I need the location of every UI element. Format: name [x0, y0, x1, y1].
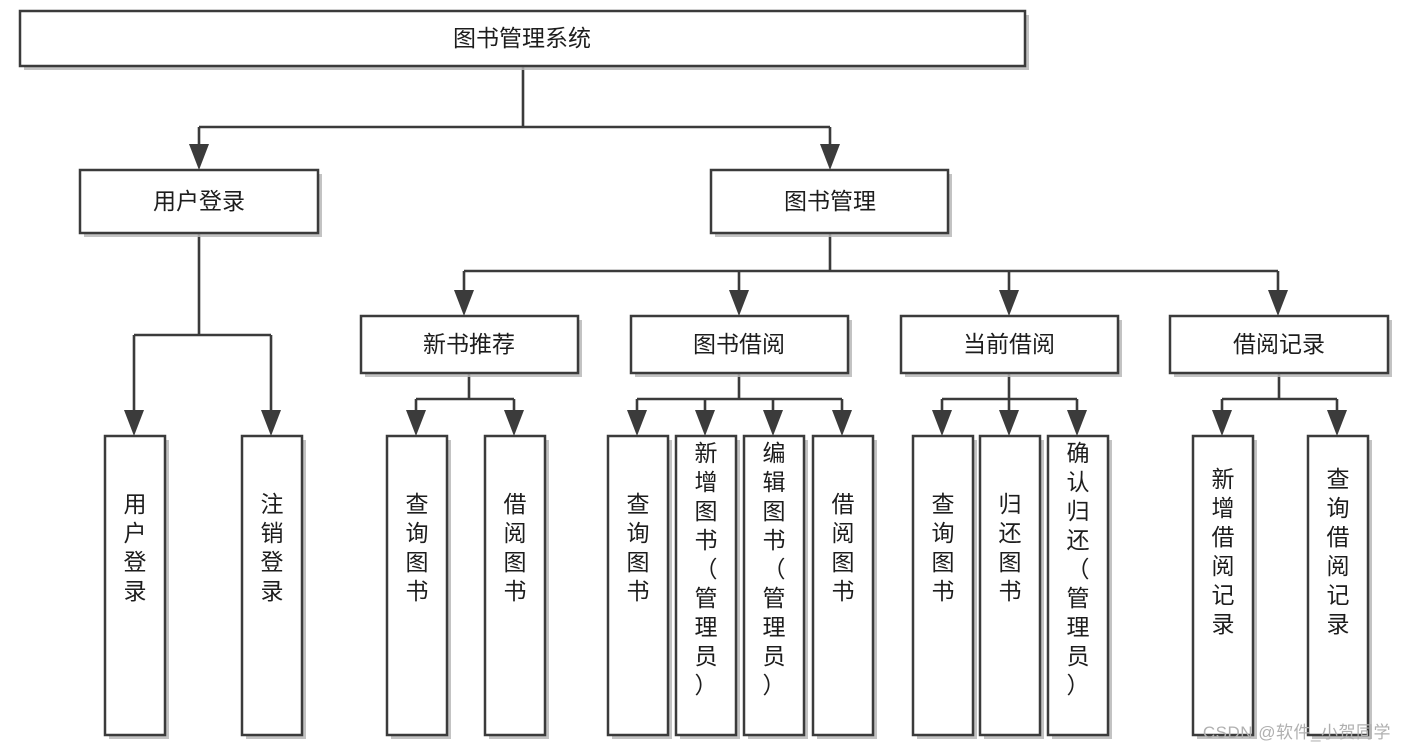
node-leaf-return-book-rect[interactable]	[978, 434, 1042, 737]
node-leaf-query-book-1[interactable]: 查询图书	[385, 434, 449, 737]
node-leaf-borrow-book-1-label: 借阅图书	[504, 491, 527, 604]
node-user-login[interactable]: 用户登录	[78, 168, 320, 235]
node-leaf-query-book-2[interactable]: 查询图书	[606, 434, 670, 737]
arrow-to-leaf-logout	[261, 410, 281, 436]
node-leaf-borrow-book-2[interactable]: 借阅图书	[811, 434, 875, 737]
node-leaf-query-record-label: 查询借阅记录	[1327, 466, 1350, 637]
node-book-manage[interactable]: 图书管理	[709, 168, 950, 235]
node-leaf-add-record-label: 新增借阅记录	[1212, 466, 1235, 637]
node-new-book-rec[interactable]: 新书推荐	[359, 314, 580, 375]
node-leaf-user-login-label: 用户登录	[124, 491, 147, 604]
connector-layer	[124, 67, 1347, 436]
node-borrow-record-label: 借阅记录	[1233, 331, 1325, 357]
arrow-to-current-borrow	[999, 290, 1019, 316]
node-leaf-user-login-rect[interactable]	[103, 434, 167, 737]
node-root[interactable]: 图书管理系统	[18, 9, 1027, 68]
node-leaf-query-book-3[interactable]: 查询图书	[911, 434, 975, 737]
node-current-borrow[interactable]: 当前借阅	[899, 314, 1120, 375]
node-leaf-confirm-return-rect[interactable]	[1046, 434, 1110, 737]
node-leaf-logout-label: 注销登录	[261, 491, 284, 604]
arrow-to-leaf-borrow-book-2	[832, 410, 852, 436]
arrow-to-leaf-query-book-2	[627, 410, 647, 436]
arrow-to-leaf-user-login	[124, 410, 144, 436]
arrow-to-leaf-query-book-3	[932, 410, 952, 436]
node-leaf-borrow-book-1[interactable]: 借阅图书	[483, 434, 547, 737]
node-leaf-edit-book-rect[interactable]	[742, 434, 806, 737]
node-leaf-add-book-rect[interactable]	[674, 434, 738, 737]
arrow-root-to-book-manage	[820, 144, 840, 170]
node-leaf-confirm-return-label: 确认归还（管理员）	[1067, 440, 1090, 698]
node-leaf-return-book[interactable]: 归还图书	[978, 434, 1042, 737]
node-leaf-query-book-3-rect[interactable]	[911, 434, 975, 737]
node-leaf-user-login[interactable]: 用户登录	[103, 434, 167, 737]
node-book-borrow-rect[interactable]	[629, 314, 850, 375]
node-leaf-borrow-book-1-rect[interactable]	[483, 434, 547, 737]
node-leaf-borrow-book-2-rect[interactable]	[811, 434, 875, 737]
node-book-borrow-label: 图书借阅	[693, 331, 785, 357]
node-leaf-query-book-2-rect[interactable]	[606, 434, 670, 737]
node-root-rect[interactable]	[18, 9, 1027, 68]
node-leaf-add-book[interactable]: 新增图书（管理员）	[674, 434, 738, 737]
node-leaf-add-record-rect[interactable]	[1191, 434, 1255, 737]
node-leaf-edit-book-label: 编辑图书（管理员）	[763, 440, 786, 698]
node-leaf-query-book-3-label: 查询图书	[932, 491, 955, 604]
arrow-to-new-book-rec	[454, 290, 474, 316]
node-borrow-record-rect[interactable]	[1168, 314, 1390, 375]
arrow-to-leaf-edit-book	[763, 410, 783, 436]
node-borrow-record[interactable]: 借阅记录	[1168, 314, 1390, 375]
node-root-label: 图书管理系统	[453, 25, 591, 51]
node-current-borrow-rect[interactable]	[899, 314, 1120, 375]
node-book-manage-label: 图书管理	[784, 188, 876, 214]
node-new-book-rec-label: 新书推荐	[423, 331, 515, 357]
arrow-to-leaf-confirm-return	[1067, 410, 1087, 436]
node-leaf-add-book-label: 新增图书（管理员）	[695, 440, 718, 698]
node-leaf-add-record[interactable]: 新增借阅记录	[1191, 434, 1255, 737]
node-leaf-edit-book[interactable]: 编辑图书（管理员）	[742, 434, 806, 737]
node-new-book-rec-rect[interactable]	[359, 314, 580, 375]
node-user-login-rect[interactable]	[78, 168, 320, 235]
node-book-manage-rect[interactable]	[709, 168, 950, 235]
node-leaf-logout-rect[interactable]	[240, 434, 304, 737]
arrow-to-book-borrow	[729, 290, 749, 316]
arrow-to-leaf-query-book-1	[406, 410, 426, 436]
node-leaf-query-book-1-label: 查询图书	[406, 491, 429, 604]
arrow-to-leaf-query-record	[1327, 410, 1347, 436]
arrow-to-borrow-record	[1268, 290, 1288, 316]
arrow-to-leaf-borrow-book-1	[504, 410, 524, 436]
node-leaf-query-book-1-rect[interactable]	[385, 434, 449, 737]
node-leaf-query-book-2-label: 查询图书	[627, 491, 650, 604]
arrow-to-leaf-return-book	[999, 410, 1019, 436]
arrow-to-leaf-add-record	[1212, 410, 1232, 436]
node-book-borrow[interactable]: 图书借阅	[629, 314, 850, 375]
arrow-root-to-user-login	[189, 144, 209, 170]
node-leaf-logout[interactable]: 注销登录	[240, 434, 304, 737]
node-current-borrow-label: 当前借阅	[963, 331, 1055, 357]
arrow-to-leaf-add-book	[695, 410, 715, 436]
node-layer: 图书管理系统 用户登录 图书管理 新书推荐 图书借阅 当前	[18, 9, 1390, 737]
node-leaf-confirm-return[interactable]: 确认归还（管理员）	[1046, 434, 1110, 737]
node-leaf-return-book-label: 归还图书	[999, 491, 1022, 604]
node-leaf-query-record-rect[interactable]	[1306, 434, 1370, 737]
node-leaf-query-record[interactable]: 查询借阅记录	[1306, 434, 1370, 737]
node-leaf-borrow-book-2-label: 借阅图书	[832, 491, 855, 604]
node-user-login-label: 用户登录	[153, 188, 245, 214]
